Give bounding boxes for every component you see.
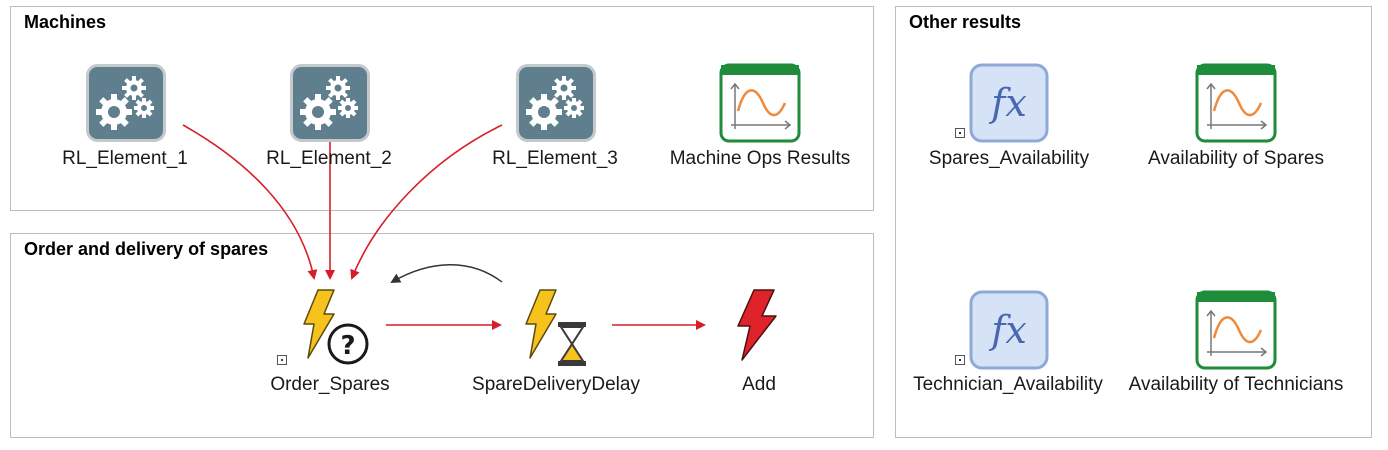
container-title: Machines [24,12,107,32]
node-label: Machine Ops Results [669,148,851,169]
node-label: Availability of Spares [1147,148,1325,169]
gears-icon [86,64,166,142]
node-label: SpareDeliveryDelay [472,374,640,395]
result-chart-icon [1195,290,1277,370]
node-label: Technician_Availability [913,374,1103,395]
node-label: RL_Element_3 [492,148,618,169]
function-icon: fx [969,63,1049,143]
result-chart-icon [719,63,801,143]
container-title: Order and delivery of spares [24,239,269,259]
svg-text:fx: fx [988,308,1027,352]
container-title: Other results [909,12,1022,32]
result-chart-icon [1195,63,1277,143]
function-icon: fx [969,290,1049,370]
event-icon [737,289,777,361]
node-label: RL_Element_1 [62,148,188,169]
node-label: RL_Element_2 [266,148,392,169]
node-label: Add [742,374,776,395]
node-label: Availability of Technicians [1128,374,1344,395]
node-label: Order_Spares [270,374,390,395]
gears-icon [290,64,370,142]
expand-toggle-icon[interactable] [955,355,965,365]
expand-toggle-icon[interactable] [277,355,287,365]
svg-text:fx: fx [988,81,1027,125]
expand-toggle-icon[interactable] [955,128,965,138]
node-label: Spares_Availability [928,148,1090,169]
gears-icon [516,64,596,142]
conditional-event-icon: ? [303,289,369,365]
svg-text:?: ? [340,331,355,361]
delayed-event-icon [525,289,586,366]
